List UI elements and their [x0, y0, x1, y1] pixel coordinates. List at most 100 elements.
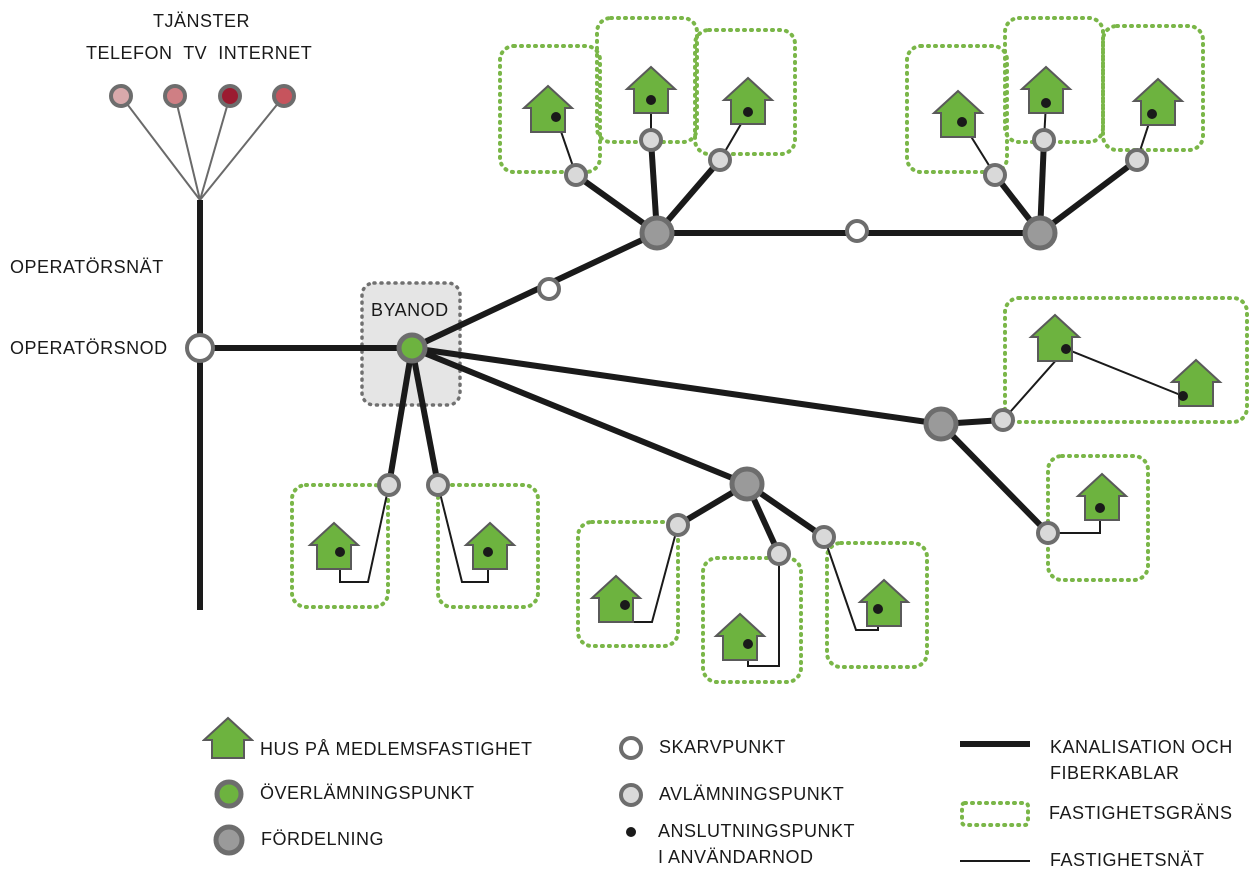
connection-point-dot	[1147, 109, 1157, 119]
property-boundary	[825, 541, 929, 669]
legend-cable-line1: KANALISATION OCH	[1050, 737, 1233, 757]
connection-point-dot	[873, 604, 883, 614]
legend-delivery-label: AVLÄMNINGSPUNKT	[659, 784, 845, 804]
distribution-point	[729, 466, 765, 502]
delivery-point	[812, 525, 836, 549]
property-boundary-icon	[960, 801, 1030, 827]
distribution-point	[923, 406, 959, 442]
legend-property-net-label: FASTIGHETSNÄT	[1050, 850, 1205, 870]
house-icon	[1028, 313, 1082, 362]
connection-point-dot	[1095, 503, 1105, 513]
house-icon	[1075, 472, 1129, 521]
delivery-point	[564, 163, 588, 187]
house-icon	[931, 89, 985, 138]
legend-connection-line2: I ANVÄNDARNOD	[658, 847, 814, 867]
splice-point-icon	[619, 736, 643, 760]
operator-node-label: OPERATÖRSNOD	[10, 338, 168, 358]
legend-handover-label: ÖVERLÄMNINGSPUNKT	[260, 783, 475, 803]
legend-property: FASTIGHETSGRÄNS	[959, 800, 1233, 830]
legend-delivery: AVLÄMNINGSPUNKT	[618, 782, 844, 808]
delivery-point	[1036, 521, 1060, 545]
legend-connection: ANSLUTNINGSPUNKT I ANVÄNDARNOD	[625, 821, 855, 870]
operator-node	[185, 333, 215, 363]
handover-point	[396, 332, 428, 364]
village-node-label: BYANOD	[371, 300, 449, 320]
legend-connection-line1: ANSLUTNINGSPUNKT	[658, 821, 856, 841]
legend-house: HUS PÅ MEDLEMSFASTIGHET	[202, 716, 533, 762]
delivery-point	[767, 542, 791, 566]
connection-point-dot	[1061, 344, 1071, 354]
legend-handover: ÖVERLÄMNINGSPUNKT	[214, 779, 475, 809]
connection-point-dot	[743, 639, 753, 649]
connection-point-dot	[335, 547, 345, 557]
connection-point-dot	[1041, 98, 1051, 108]
house-icon	[713, 612, 767, 661]
services-label: TELEFON TV INTERNET	[86, 43, 313, 63]
handover-point-icon	[214, 779, 244, 809]
legend-distribution: FÖRDELNING	[213, 824, 384, 856]
splice-point	[537, 277, 561, 301]
legend-property-label: FASTIGHETSGRÄNS	[1049, 803, 1233, 823]
delivery-point	[666, 513, 690, 537]
service-tv-circle	[163, 84, 187, 108]
legend-cable-line2: FIBERKABLAR	[1050, 763, 1180, 783]
property-boundary	[1003, 296, 1249, 424]
connection-point-dot	[620, 600, 630, 610]
property-net-lines	[339, 100, 1184, 667]
delivery-point	[983, 163, 1007, 187]
service-extra-circle	[272, 84, 296, 108]
delivery-point	[991, 408, 1015, 432]
house-icon	[857, 578, 911, 627]
house-icon	[1131, 77, 1185, 126]
house-icon	[202, 716, 254, 759]
delivery-point	[639, 128, 663, 152]
property-net-icon	[960, 860, 1030, 862]
legend-splice-label: SKARVPUNKT	[659, 737, 786, 757]
delivery-point	[1125, 148, 1149, 172]
connection-point-dot	[743, 107, 753, 117]
delivery-point	[377, 473, 401, 497]
connection-point-dot	[646, 95, 656, 105]
service-links	[120, 95, 285, 201]
operator-net-label: OPERATÖRSNÄT	[10, 257, 164, 277]
service-circles	[109, 84, 296, 108]
house-icon	[1019, 65, 1073, 114]
services-title: TJÄNSTER	[153, 11, 251, 31]
distribution-icon	[213, 824, 245, 856]
property-boundary	[436, 483, 540, 609]
legend-distribution-label: FÖRDELNING	[261, 829, 385, 849]
fiber-cable-icon	[960, 741, 1030, 747]
legend-cable-label: KANALISATION OCH FIBERKABLAR	[1050, 734, 1233, 786]
connection-point-dot	[483, 547, 493, 557]
delivery-point	[426, 473, 450, 497]
property-boundary	[693, 28, 797, 156]
delivery-point-icon	[619, 783, 643, 807]
property-boundary	[290, 483, 390, 609]
property-boundary	[576, 520, 680, 648]
legend-connection-label: ANSLUTNINGSPUNKT I ANVÄNDARNOD	[658, 818, 855, 870]
distribution-point	[639, 215, 675, 251]
house-icon	[521, 84, 575, 133]
houses	[307, 65, 1223, 661]
distribution-point	[1022, 215, 1058, 251]
delivery-point	[708, 148, 732, 172]
connection-point-dot	[957, 117, 967, 127]
nodes	[185, 128, 1149, 566]
connection-point-dot	[551, 112, 561, 122]
legend-house-label: HUS PÅ MEDLEMSFASTIGHET	[260, 739, 533, 759]
legend-cable: KANALISATION OCH FIBERKABLAR	[960, 737, 1233, 786]
splice-point	[845, 219, 869, 243]
legend-property-net: FASTIGHETSNÄT	[960, 850, 1205, 873]
service-phone-circle	[109, 84, 133, 108]
house-icon	[589, 574, 643, 623]
property-boundary	[498, 44, 602, 174]
house-icon	[463, 521, 517, 570]
delivery-point	[1032, 128, 1056, 152]
connection-point-icon	[626, 827, 636, 837]
property-boundary	[701, 556, 803, 684]
house-icon	[721, 76, 775, 125]
legend-splice: SKARVPUNKT	[618, 735, 786, 761]
house-icon	[307, 521, 361, 570]
service-internet-circle	[218, 84, 242, 108]
